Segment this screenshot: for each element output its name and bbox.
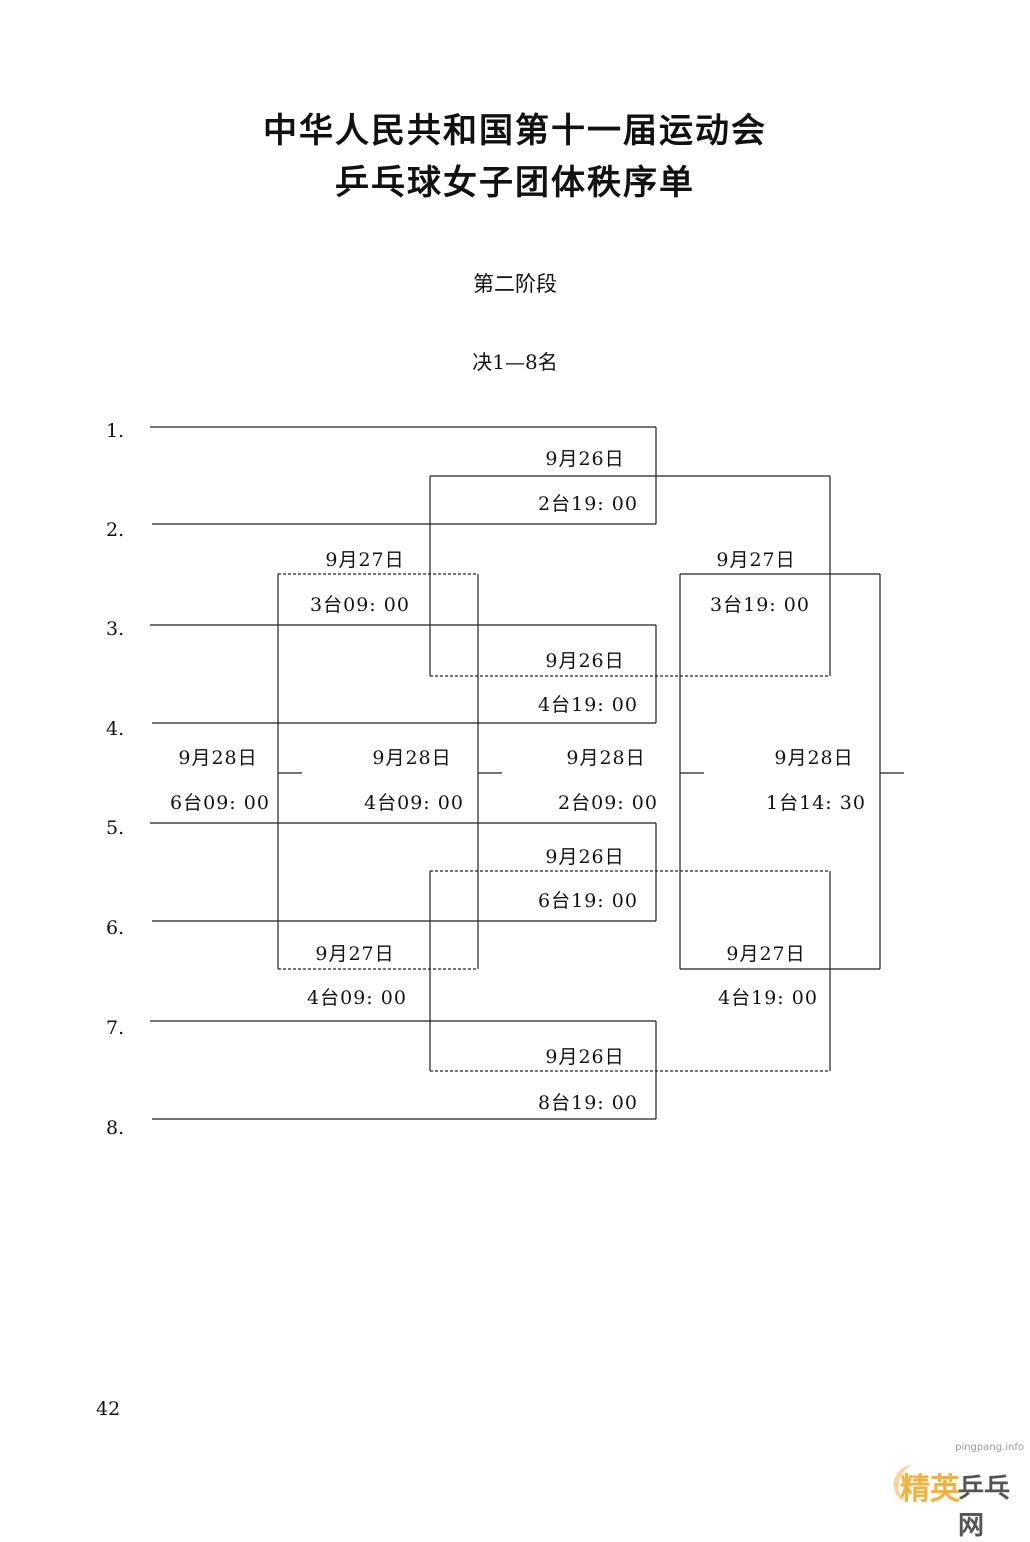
page-title-line1: 中华人民共和国第十一届运动会 [263,111,767,151]
seed-label: 5. [106,817,125,839]
seed-label: 6. [106,917,125,939]
match-date: 9月27日 [325,549,405,571]
match-date: 9月28日 [566,747,646,769]
watermark-swirl-icon [893,1464,912,1502]
match-date: 9月28日 [372,747,452,769]
match-court-time: 8台19: 00 [538,1092,638,1114]
watermark-logo: pingpang.info 精英 乒乓网 [868,1442,1028,1541]
match-date: 9月27日 [726,943,806,965]
seed-label: 1. [106,420,125,442]
match-court-time: 2台19: 00 [538,493,638,515]
page-number: 42 [96,1398,121,1420]
seed-label: 8. [106,1117,125,1139]
seed-label: 3. [106,618,125,640]
match-court-time: 1台14: 30 [766,792,866,814]
stage-label: 第二阶段 [473,272,557,296]
match-date: 9月26日 [545,650,625,672]
placement-range-label: 决1—8名 [472,350,558,374]
match-court-time: 4台19: 00 [538,694,638,716]
seed-label: 7. [106,1017,125,1039]
match-date: 9月28日 [178,747,258,769]
match-court-time: 3台09: 00 [310,594,410,616]
match-court-time: 3台19: 00 [710,594,810,616]
watermark-url: pingpang.info [955,1442,1024,1453]
match-court-time: 6台19: 00 [538,890,638,912]
match-court-time: 6台09: 00 [170,792,270,814]
watermark-text-a: 精英 [900,1472,960,1507]
page-title-line2: 乒乓球女子团体秩序单 [335,163,695,203]
match-court-time: 4台09: 00 [307,987,407,1009]
match-court-time: 2台09: 00 [558,792,658,814]
seed-label: 2. [106,519,125,541]
match-court-time: 4台19: 00 [718,987,818,1009]
match-date: 9月27日 [716,549,796,571]
watermark-text-b: 乒乓网 [958,1474,1011,1541]
match-date: 9月26日 [545,448,625,470]
match-date: 9月27日 [315,943,395,965]
seed-label: 4. [106,718,125,740]
match-court-time: 4台09: 00 [364,792,464,814]
match-date: 9月26日 [545,846,625,868]
match-date: 9月28日 [774,747,854,769]
match-date: 9月26日 [545,1046,625,1068]
